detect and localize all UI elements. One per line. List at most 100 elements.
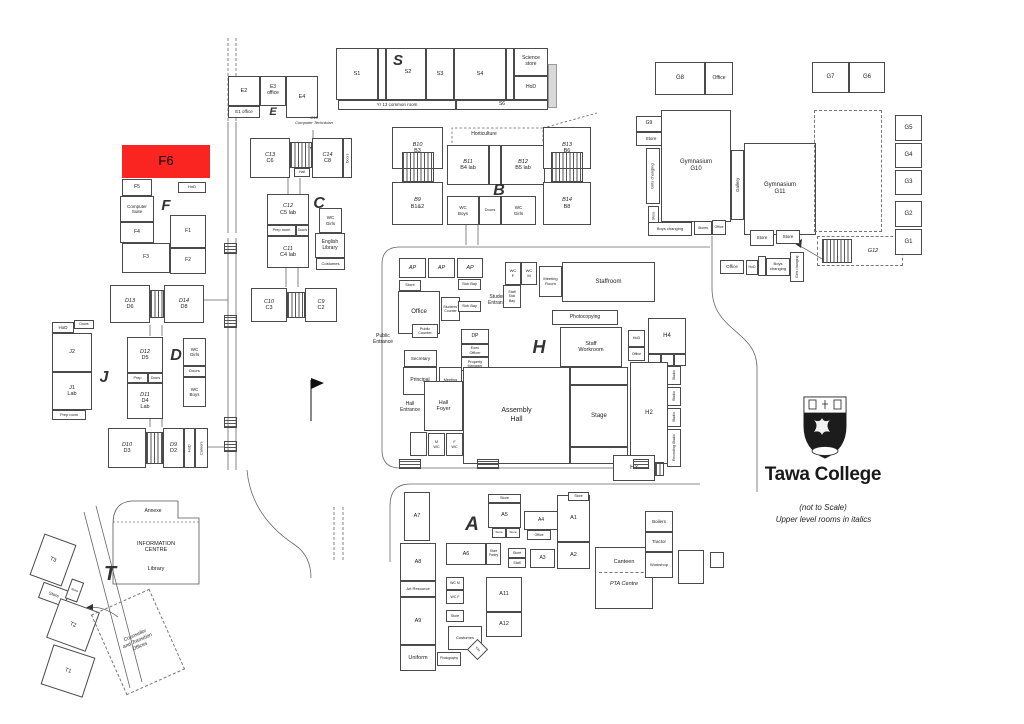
- room-e2: E2: [228, 76, 260, 106]
- letter-a: A: [465, 514, 479, 536]
- room-a4-office: Office: [527, 530, 551, 540]
- room-art-resource: Art Resource: [400, 581, 436, 597]
- room-a1: A1: [557, 495, 590, 542]
- room-m-wc: M WC: [428, 433, 445, 456]
- room-c-prep: Prep room: [267, 225, 296, 236]
- room-wc-f-a: WC F: [446, 590, 464, 604]
- room-a2: A2: [557, 542, 590, 569]
- room-a5-store-2: Store: [506, 528, 520, 538]
- room-s3: S3: [426, 48, 454, 100]
- room-wc-boys-d: WC Boys: [183, 377, 206, 407]
- g12-hatch: [822, 239, 852, 263]
- room-hall-foyer: Hall Foyer: [424, 381, 463, 431]
- path-hatch-1: [224, 243, 237, 254]
- legend-italics-note: Upper level rooms in italics: [775, 515, 872, 525]
- room-s6: S6: [456, 100, 548, 110]
- room-ap-1: AP: [399, 258, 426, 278]
- letter-b: B: [493, 181, 505, 199]
- room-ap-2: AP: [428, 258, 455, 278]
- b-stairs-2: [551, 152, 583, 182]
- room-j1: J1 Lab: [52, 372, 92, 410]
- room-c-doors-2: Doors: [296, 225, 309, 236]
- room-g5: G5: [895, 115, 922, 141]
- room-costumes-c: Costumes: [316, 258, 345, 270]
- room-d-doors-2: Doors: [183, 366, 206, 377]
- label-s2: S2: [404, 68, 412, 75]
- room-d-hod: HoD: [184, 428, 195, 468]
- flagpole-icon: [310, 378, 324, 421]
- room-workshop: Workshop: [645, 552, 673, 578]
- room-h-store: Store: [399, 280, 421, 291]
- path-hatch-4: [224, 441, 237, 452]
- shed-1: [678, 550, 704, 584]
- room-wc-girls-b: WC Girls: [501, 196, 536, 225]
- room-wc-boys-b: WC Boys: [447, 196, 479, 225]
- room-gym-g10: Gymnasium G10: [661, 110, 731, 222]
- room-wc-f-h: WC F: [505, 262, 521, 285]
- room-c-hall: Hall: [294, 168, 310, 177]
- stage-top-strip: [570, 367, 628, 385]
- letter-t: T: [103, 562, 117, 585]
- b-stairs-1: [402, 152, 434, 182]
- room-gym-office-2: Office: [720, 260, 744, 274]
- room-careers: Careers: [195, 428, 208, 468]
- room-a3: A3: [530, 549, 555, 568]
- hatch-hall-1: [399, 459, 421, 469]
- room-g6: G6: [849, 62, 885, 93]
- room-sick-bay-1: Sick Bay: [458, 279, 481, 290]
- room-computer-suite: Computer Suite: [120, 196, 154, 222]
- room-ap-3: AP: [457, 258, 483, 278]
- room-gallery: Gallery: [731, 150, 744, 220]
- room-t1: T1: [40, 644, 96, 698]
- counsellor-offices: Counsellor and Transition Offices: [90, 588, 186, 696]
- h4-sub-3: [674, 354, 686, 366]
- room-girls-changing-2: Girls changing: [790, 252, 804, 282]
- hatch-hall-4: [655, 462, 664, 476]
- room-g7: G7: [812, 62, 849, 93]
- letter-e: E: [269, 105, 277, 118]
- label-horticulture: Horticulture: [471, 130, 497, 137]
- room-a-store: Store: [446, 610, 464, 622]
- room-wc-m-h: WC M: [521, 262, 537, 285]
- room-a8: A8: [400, 543, 436, 581]
- room-yr13-common: Yr 13 common room: [338, 100, 456, 110]
- room-f1: F1: [170, 215, 206, 248]
- g-court-dashed: [814, 110, 882, 232]
- room-g8-office: Office: [705, 62, 733, 95]
- room-uniform: Uniform: [400, 645, 436, 671]
- room-english-library: English Library: [315, 233, 345, 258]
- room-f-wc: F WC: [446, 433, 463, 456]
- path-hatch-3: [224, 417, 237, 428]
- room-staff-workroom: Staff Workroom: [560, 327, 622, 367]
- room-science-store: Science store: [514, 48, 548, 76]
- room-exec-officer: Exec Officer: [461, 344, 489, 357]
- room-b-doors: Doors: [479, 196, 501, 225]
- connector-b-h: [465, 225, 479, 245]
- b-corridor: [489, 145, 501, 185]
- room-boilers: Boilers: [645, 511, 673, 532]
- label-hall-entrance: Hall Entrance: [399, 401, 420, 413]
- room-gym-g11: Gymnasium G11: [744, 143, 816, 235]
- label-library: Library: [147, 566, 165, 573]
- room-a7: A7: [404, 492, 430, 541]
- room-gym-store-2: Store: [776, 230, 800, 244]
- path-southwest-curve: [246, 469, 312, 579]
- room-secretary: Secretary: [404, 350, 437, 367]
- room-a9: A9: [400, 597, 436, 645]
- canteen-box: [595, 547, 653, 609]
- f6-highlight[interactable]: F6: [122, 145, 210, 178]
- room-gym-office-sm: Office: [712, 220, 726, 235]
- room-g3: G3: [895, 170, 922, 195]
- room-gym-hod: HoD: [746, 260, 758, 275]
- room-a5-store: Store: [488, 494, 521, 503]
- label-public-entrance: Public Entrance: [372, 333, 393, 345]
- room-e4: E4: [286, 76, 318, 118]
- label-pta-centre: PTA Centre: [609, 580, 639, 587]
- room-girls-changing-1: Girls changing: [646, 148, 660, 204]
- label-canteen: Canteen: [613, 558, 635, 565]
- room-g1: G1: [895, 229, 922, 255]
- d-stairs-2: [146, 432, 163, 464]
